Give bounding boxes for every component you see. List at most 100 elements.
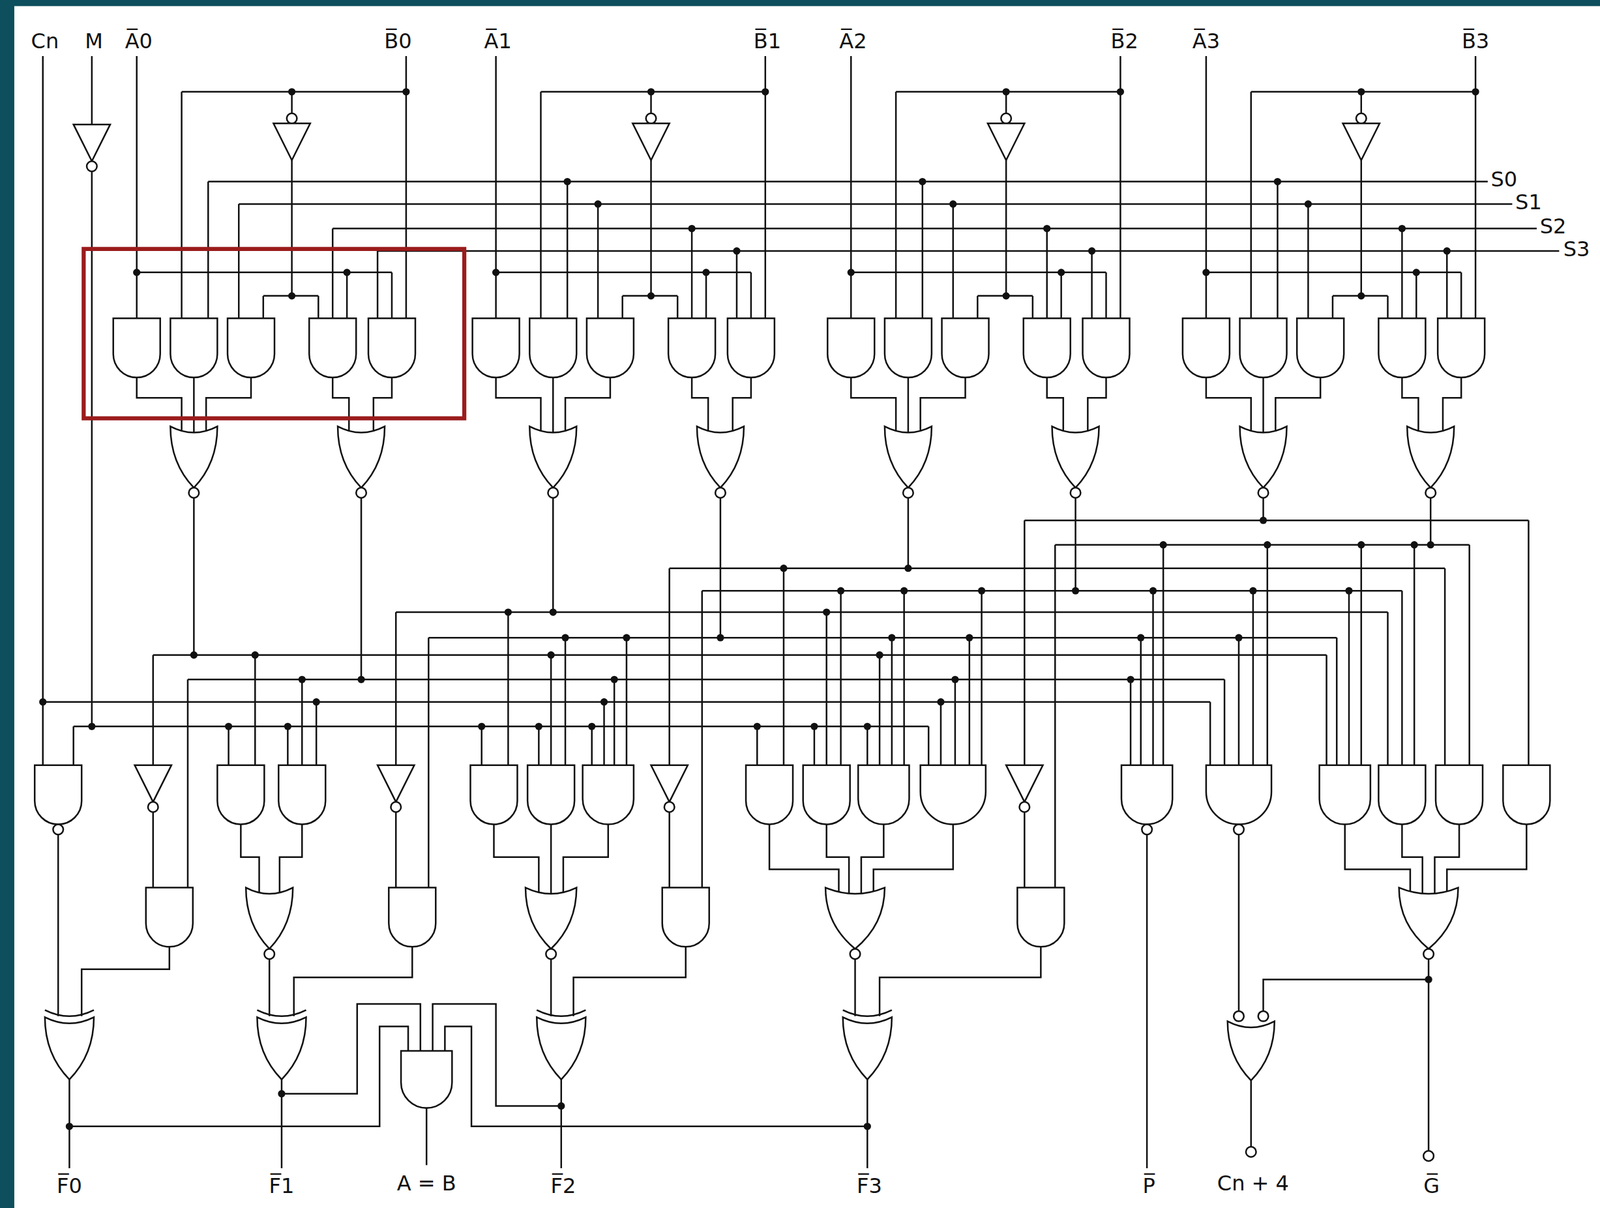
inversion-bubble [286, 113, 298, 124]
wire [539, 91, 542, 327]
junction-dot [1357, 292, 1365, 300]
wire [1206, 271, 1462, 274]
inverter [987, 123, 1025, 160]
wire [1152, 590, 1155, 774]
wire [1325, 655, 1328, 774]
junction-dot [65, 1122, 74, 1130]
wire [254, 655, 257, 774]
and-gate [227, 318, 275, 378]
and-gate [309, 318, 356, 378]
junction-dot [1357, 541, 1365, 549]
junction-dot [588, 723, 596, 731]
junction-dot [622, 634, 630, 642]
junction-dot [1274, 177, 1282, 186]
wire [1401, 590, 1404, 774]
wire [1413, 545, 1416, 774]
wire [564, 637, 567, 774]
pin-label: S3 [1561, 236, 1593, 262]
wire [1054, 543, 1469, 546]
wire [1223, 679, 1226, 774]
junction-dot [288, 88, 296, 96]
inversion-bubble [264, 948, 275, 960]
wire [550, 824, 553, 899]
wire [1401, 824, 1423, 899]
wire [903, 590, 905, 774]
wire [854, 959, 857, 1017]
junction-dot [600, 698, 608, 706]
wire [192, 498, 195, 656]
and-gate [745, 765, 793, 825]
junction-dot [88, 723, 96, 731]
junction-dot [535, 723, 543, 731]
inversion-bubble [545, 948, 557, 960]
wire [153, 653, 1327, 656]
and-gate [217, 765, 265, 825]
wire [91, 56, 94, 125]
junction-dot [1002, 292, 1010, 300]
junction-dot [549, 608, 557, 616]
junction-dot [647, 88, 655, 96]
and-gate [920, 765, 986, 825]
inversion-bubble [189, 487, 200, 499]
wire [207, 180, 1488, 183]
inversion-bubble [390, 801, 401, 813]
and-gate [1437, 318, 1485, 378]
or-gate [696, 426, 744, 488]
wire [560, 1078, 563, 1169]
wire [573, 946, 686, 1016]
pin-label: S2 [1538, 213, 1569, 239]
wire [57, 834, 60, 1017]
wire [395, 612, 398, 768]
wire [691, 228, 694, 327]
and-gate [388, 888, 436, 948]
wire [1129, 679, 1132, 774]
junction-dot [547, 651, 555, 659]
junction-dot [557, 1102, 565, 1110]
drawing-ground [14, 5, 1600, 1208]
and-gate [1296, 318, 1344, 378]
inverter [377, 765, 415, 802]
wire [1401, 228, 1404, 327]
inverter [73, 124, 111, 162]
junction-dot [1002, 88, 1010, 96]
wire [1054, 545, 1057, 896]
wire [493, 824, 539, 899]
or-gate [1227, 1021, 1275, 1082]
and-gate [727, 318, 775, 378]
junction-dot [1137, 634, 1145, 642]
inversion-bubble [1356, 113, 1367, 124]
inversion-bubble [52, 824, 64, 836]
wire [895, 91, 898, 327]
wire [603, 702, 606, 774]
junction-dot [1471, 88, 1479, 96]
wire [861, 824, 884, 899]
xor-back-curve [256, 1009, 306, 1016]
wire [839, 590, 842, 774]
junction-dot [190, 651, 198, 659]
junction-dot [563, 177, 572, 186]
wire [281, 1004, 421, 1095]
wire [240, 824, 259, 899]
junction-dot [951, 676, 959, 684]
wire [405, 56, 408, 327]
wire [1119, 56, 1122, 327]
wire [825, 612, 828, 774]
inverter [273, 123, 310, 160]
or-gate [525, 888, 577, 950]
junction-dot [312, 698, 321, 706]
junction-dot [949, 200, 957, 208]
junction-dot [761, 88, 769, 96]
highlight-frame [83, 249, 465, 419]
and-gate [529, 318, 577, 378]
junction-dot [863, 1122, 872, 1130]
xor-back-curve [44, 1009, 94, 1016]
inversion-bubble [664, 801, 675, 813]
junction-dot [610, 676, 619, 684]
wire [1386, 612, 1389, 774]
junction-dot [1202, 268, 1210, 276]
wire [301, 679, 304, 774]
junction-dot [1234, 634, 1243, 642]
inversion-bubble [547, 487, 559, 499]
wire [954, 679, 957, 774]
wire [395, 611, 1388, 614]
